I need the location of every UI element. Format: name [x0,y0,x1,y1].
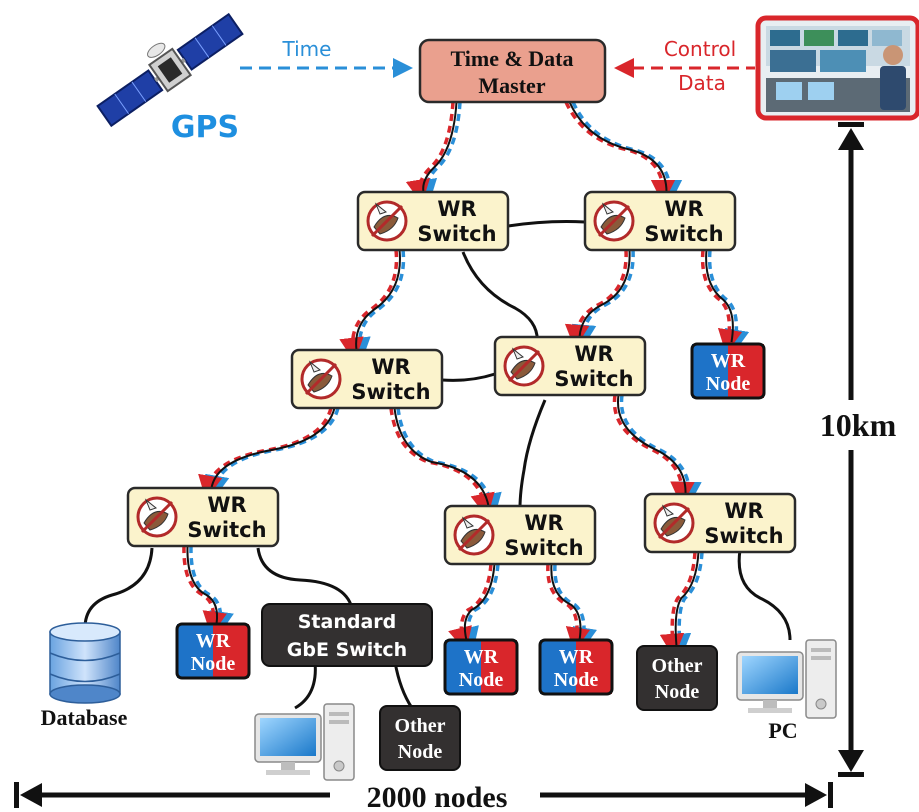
wr-mascot-icon [300,358,342,400]
wr-mascot-icon [653,502,695,544]
link-sw2-sw4 [564,249,635,350]
node-label-line1: WR [196,630,231,652]
other-node-right-line2: Node [655,681,700,703]
time-label: Time [282,37,332,61]
node-label-line2: Node [191,653,236,675]
database-icon [49,622,121,704]
link-sw5-gbe [256,547,354,609]
database-label: Database [41,705,128,730]
switch-label-line1: WR [524,511,563,535]
link-sw4-sw7 [518,399,547,509]
link-sw1-sw2 [507,220,586,228]
control-room-photo [755,15,919,121]
switch-label-line1: WR [371,355,410,379]
time-arrow [240,58,413,78]
node-label-line1: WR [464,646,499,668]
other-node-right-line1: Other [651,655,702,677]
data-label: Data [678,71,726,95]
switch-label-line2: Switch [644,222,723,246]
switch-label-line2: Switch [554,367,633,391]
switch-label-line2: Switch [704,524,783,548]
switch-label-line1: WR [664,197,703,221]
link-gbe-pc [294,661,317,710]
master-title-line2: Master [478,73,545,98]
other-node-bottom-line1: Other [394,715,445,737]
link-master-sw1 [405,101,462,205]
switch-label-line1: WR [724,499,763,523]
link-sw4-sw7 [612,394,702,507]
link-sw6-node3 [448,563,500,652]
link-master-sw2 [564,101,683,205]
switch-label-line1: WR [207,493,246,517]
gbe-switch-line1: Standard [298,611,397,633]
data-links [182,101,750,659]
pc-icon-right [736,639,837,719]
control-data-arrow [614,58,755,78]
other-node-bottom: Other Node [379,705,461,771]
pc-icon-bottom [254,703,355,781]
other-node-right: Other Node [636,645,718,711]
link-sw6-node4 [546,563,598,653]
node-label-line1: WR [711,350,746,372]
master-title-line1: Time & Data [450,46,573,71]
wr-mascot-icon [503,345,545,387]
link-sw5-node2 [182,545,234,637]
wr-mascot-icon [453,514,495,556]
node-label-line2: Node [554,669,599,691]
link-sw1-sw4 [461,251,539,346]
distance-label: 10km [820,407,897,443]
switch-label-line2: Switch [351,380,430,404]
time-data-master: Time & Data Master [418,38,607,104]
link-sw1-sw3 [339,249,406,363]
node-label-line2: Node [459,669,504,691]
node-label-line1: WR [559,646,594,668]
link-sw2-node1 [700,249,750,355]
switch-label-line2: Switch [187,518,266,542]
plain-connections [83,220,792,710]
pc-label: PC [768,718,797,743]
control-label: Control [664,37,736,61]
wr-mascot-icon [136,496,178,538]
wr-mascot-icon [593,200,635,242]
node-label-line2: Node [706,373,751,395]
link-gbe-other [393,661,414,709]
standard-gbe-switch: Standard GbE Switch [261,603,433,667]
link-sw6-pc [737,549,792,641]
link-sw3-sw4 [441,372,496,382]
switch-label-line1: WR [437,197,476,221]
switch-label-line2: Switch [417,222,496,246]
gbe-switch-line2: GbE Switch [287,639,407,661]
node-count-dimension [14,782,833,808]
link-sw5-db [83,547,154,629]
node-count-label: 2000 nodes [367,781,508,812]
distance-dimension [838,122,864,777]
link-sw3-sw5 [198,407,340,501]
wr-switches: WRSwitchWRSwitchWRSwitchWRSwitchWRSwitch… [126,190,797,566]
link-sw3-sw6 [389,407,502,519]
other-node-bottom-line2: Node [398,741,443,763]
wr-mascot-icon [366,200,408,242]
gps-label: GPS [171,110,239,145]
gps-satellite-icon [96,12,244,128]
switch-label-line2: Switch [504,536,583,560]
switch-label-line1: WR [574,342,613,366]
link-sw7-other [659,551,704,659]
